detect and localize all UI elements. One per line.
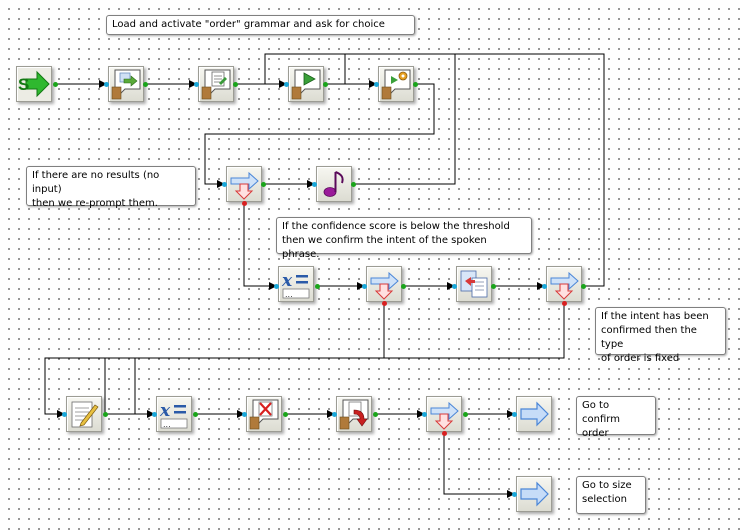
output-port[interactable] (282, 411, 288, 417)
edit-notepad-node[interactable] (66, 396, 102, 432)
reprompt-audio-node[interactable] (316, 166, 352, 202)
speech-bubble-gear-icon (381, 69, 411, 100)
notepad-pencil-icon (71, 401, 99, 428)
input-port[interactable] (273, 283, 279, 289)
no-input-branch-node[interactable] (226, 166, 262, 202)
output-port[interactable] (580, 283, 586, 289)
error-port[interactable] (561, 300, 567, 306)
input-port[interactable] (283, 81, 289, 87)
branch-arrow-icon (230, 171, 259, 200)
note-goto-size: Go to size selection (576, 476, 646, 514)
output-port[interactable] (322, 81, 328, 87)
input-port[interactable] (541, 283, 547, 289)
note-load-grammar: Load and activate "order" grammar and as… (106, 15, 415, 35)
output-port[interactable] (462, 411, 468, 417)
order-type-branch-node[interactable] (426, 396, 462, 432)
goto-confirm-node[interactable] (516, 396, 552, 432)
note-goto-confirm: Go to confirm order (576, 396, 656, 439)
output-port[interactable] (102, 411, 108, 417)
input-port[interactable] (61, 411, 67, 417)
speech-bubble-play-icon (291, 69, 321, 100)
speech-bubble-arrow-icon (111, 69, 141, 100)
output-port[interactable] (260, 181, 266, 187)
set-variable-node[interactable]: x ... (156, 396, 192, 432)
input-port[interactable] (511, 491, 517, 497)
wire-intent-right (455, 53, 605, 287)
speech-bubble-delete-icon (249, 399, 279, 430)
redirect-node[interactable] (336, 396, 372, 432)
input-port[interactable] (511, 411, 517, 417)
wire-loop-top-1 (264, 53, 346, 84)
svg-text:...: ... (163, 420, 171, 429)
error-port[interactable] (241, 200, 247, 206)
wire-recognize-to-branch (204, 83, 435, 188)
input-port[interactable] (151, 411, 157, 417)
note-confidence: If the confidence score is below the thr… (276, 217, 532, 260)
output-port[interactable] (412, 81, 418, 87)
output-port[interactable] (490, 283, 496, 289)
input-port[interactable] (103, 81, 109, 87)
svg-text:S: S (18, 75, 29, 94)
input-port[interactable] (373, 81, 379, 87)
error-port[interactable] (381, 300, 387, 306)
input-port[interactable] (221, 181, 227, 187)
output-port[interactable] (372, 411, 378, 417)
variable-assign-icon: x ... (281, 271, 310, 299)
error-port[interactable] (441, 430, 447, 436)
input-port[interactable] (421, 411, 427, 417)
activate-grammar-node[interactable] (198, 66, 234, 102)
speech-bubble-document-icon (201, 69, 231, 100)
input-port[interactable] (311, 181, 317, 187)
intent-confirmed-branch-node[interactable] (546, 266, 582, 302)
output-port[interactable] (350, 181, 356, 187)
confidence-branch-node[interactable] (366, 266, 402, 302)
input-port[interactable] (193, 81, 199, 87)
svg-text:x: x (159, 401, 171, 421)
play-prompt-node[interactable] (288, 66, 324, 102)
start-icon: S (18, 70, 50, 98)
note-intent-confirmed: If the intent has been confirmed then th… (595, 307, 726, 364)
svg-text:...: ... (285, 290, 293, 299)
goto-arrow-icon (520, 481, 549, 507)
goto-arrow-icon (520, 401, 549, 427)
wire-loop-top-2 (345, 53, 456, 185)
wire-intent-down (384, 304, 565, 359)
recognize-node[interactable] (378, 66, 414, 102)
output-port[interactable] (232, 81, 238, 87)
output-port[interactable] (142, 81, 148, 87)
confirm-intent-node[interactable] (456, 266, 492, 302)
clear-grammar-node[interactable] (246, 396, 282, 432)
wire-branch-to-size (443, 434, 515, 498)
svg-text:x: x (281, 271, 293, 291)
goto-size-node[interactable] (516, 476, 552, 512)
wire-confidence-down (44, 304, 385, 418)
branch-arrow-icon (370, 271, 399, 300)
output-port[interactable] (314, 283, 320, 289)
grammar-prompt-node[interactable] (108, 66, 144, 102)
input-port[interactable] (331, 411, 337, 417)
branch-arrow-icon (430, 401, 459, 430)
speech-bubble-redirect-icon (339, 399, 369, 430)
branch-arrow-icon (550, 271, 579, 300)
wire-branch-down (243, 204, 277, 290)
output-port[interactable] (52, 81, 58, 87)
input-port[interactable] (451, 283, 457, 289)
variable-assign-node[interactable]: x ... (278, 266, 314, 302)
document-transfer-icon (460, 270, 488, 298)
output-port[interactable] (192, 411, 198, 417)
note-no-results: If there are no results (no input) then … (26, 166, 196, 209)
start-node[interactable]: S (16, 66, 52, 102)
variable-assign-icon: x ... (159, 401, 188, 429)
input-port[interactable] (361, 283, 367, 289)
output-port[interactable] (400, 283, 406, 289)
music-note-icon (323, 171, 344, 197)
input-port[interactable] (241, 411, 247, 417)
